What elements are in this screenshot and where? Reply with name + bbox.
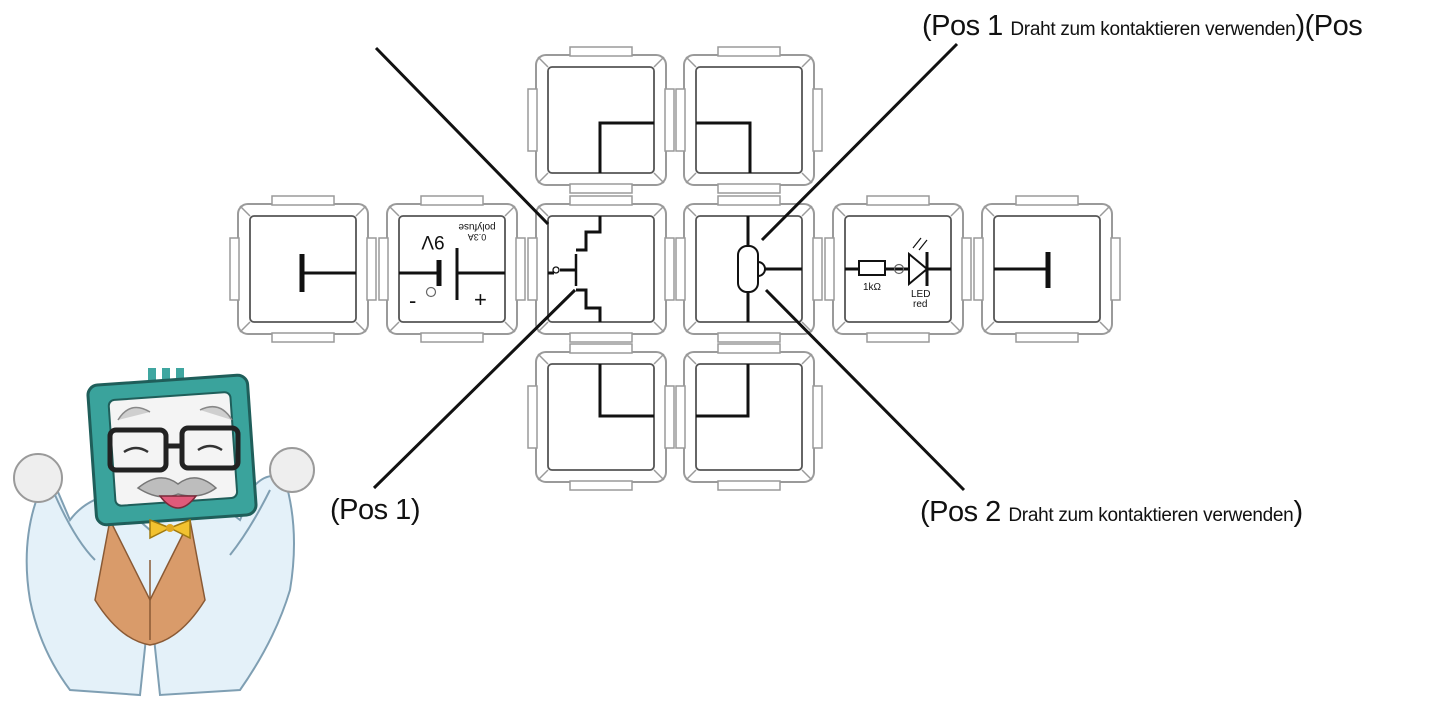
block-battery: 9V polyfuse 0.3A - + bbox=[378, 195, 526, 343]
pointer-line-pos2 bbox=[764, 288, 966, 492]
label-pos2: (Pos 2 Draht zum kontaktieren verwenden) bbox=[920, 496, 1303, 529]
fuse-label-2: 0.3A bbox=[468, 232, 487, 242]
block-bottom-left bbox=[527, 343, 675, 491]
battery-voltage: 9V bbox=[421, 231, 445, 252]
resistor-label: 1kΩ bbox=[863, 282, 882, 293]
fuse-label-1: polyfuse bbox=[458, 221, 496, 232]
label-pos1-text: (Pos 1) bbox=[330, 494, 420, 526]
label-top-small: Draht zum kontaktieren verwenden bbox=[1010, 19, 1296, 40]
battery-plus: + bbox=[474, 287, 487, 312]
block-led: 1kΩ LED red bbox=[824, 195, 972, 343]
led-label-1: LED bbox=[911, 289, 930, 300]
block-ground-right bbox=[973, 195, 1121, 343]
battery-minus: - bbox=[409, 288, 416, 313]
label-top-pos1: (Pos 1 Draht zum kontaktieren verwenden)… bbox=[922, 10, 1363, 43]
block-ground-left bbox=[229, 195, 377, 343]
block-bottom-right bbox=[675, 343, 823, 491]
block-tilt-switch bbox=[675, 195, 823, 343]
label-pos2-small: Draht zum kontaktieren verwenden bbox=[1008, 505, 1294, 526]
led-label-2: red bbox=[913, 299, 927, 310]
label-top-close: )(Pos bbox=[1295, 10, 1363, 42]
pointer-line-top-left bbox=[374, 46, 550, 226]
label-pos2-close: ) bbox=[1293, 496, 1303, 528]
block-top-left bbox=[527, 46, 675, 194]
label-top-open: (Pos 1 bbox=[922, 10, 1011, 42]
label-pos2-open: (Pos 2 bbox=[920, 496, 1009, 528]
scientist-mascot-icon bbox=[13, 368, 315, 697]
block-switch bbox=[527, 195, 675, 343]
block-top-right bbox=[675, 46, 823, 194]
label-pos1: (Pos 1) bbox=[330, 494, 420, 527]
pointer-line-pos1 bbox=[372, 288, 577, 490]
pointer-line-top-right bbox=[760, 42, 959, 242]
